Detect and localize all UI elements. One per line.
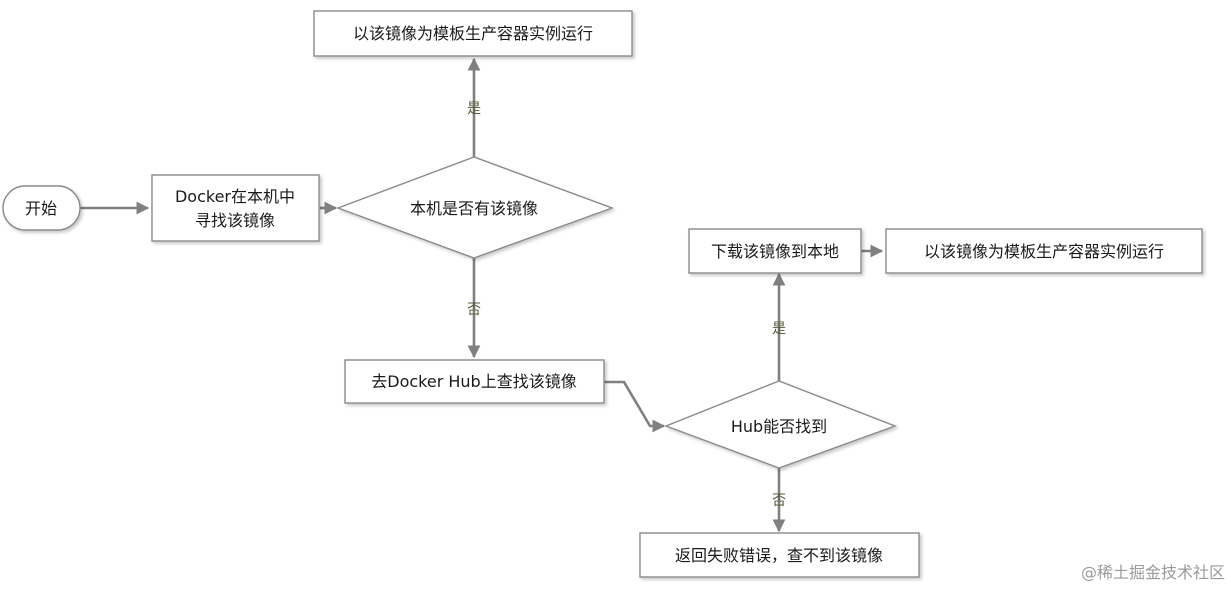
start-label: 开始 <box>25 199 57 218</box>
run-downloaded-label: 以该镜像为模板生产容器实例运行 <box>924 242 1164 261</box>
edge-label-local-yes: 是 <box>467 101 481 117</box>
edges <box>80 57 884 533</box>
download-node: 下载该镜像到本地 <box>688 228 862 274</box>
start-node: 开始 <box>2 185 81 231</box>
search-hub-node: 去Docker Hub上查找该镜像 <box>344 359 605 404</box>
edge-label-hub-yes: 是 <box>772 321 786 337</box>
decision-hub-node: Hub能否找到 <box>664 380 897 469</box>
run-local-label: 以该镜像为模板生产容器实例运行 <box>353 24 593 43</box>
decision-local-label: 本机是否有该镜像 <box>410 199 538 218</box>
edge-search-hub-to-decision-hub <box>604 380 666 433</box>
download-label: 下载该镜像到本地 <box>711 242 839 261</box>
edge-label-hub-no: 否 <box>772 493 786 509</box>
search-local-label-line1: Docker在本机中 <box>175 187 295 206</box>
run-downloaded-node: 以该镜像为模板生产容器实例运行 <box>885 228 1203 274</box>
search-local-node: Docker在本机中 寻找该镜像 <box>151 174 320 242</box>
search-hub-label: 去Docker Hub上查找该镜像 <box>371 372 576 391</box>
run-local-node: 以该镜像为模板生产容器实例运行 <box>313 10 633 57</box>
decision-local-node: 本机是否有该镜像 <box>335 156 615 259</box>
decision-hub-label: Hub能否找到 <box>731 417 827 436</box>
error-node: 返回失败错误，查不到该镜像 <box>639 532 920 578</box>
error-label: 返回失败错误，查不到该镜像 <box>675 546 883 565</box>
search-local-label-line2: 寻找该镜像 <box>195 211 275 230</box>
watermark-text: @稀土掘金技术社区 <box>1080 563 1225 582</box>
edge-label-local-no: 否 <box>467 302 481 318</box>
